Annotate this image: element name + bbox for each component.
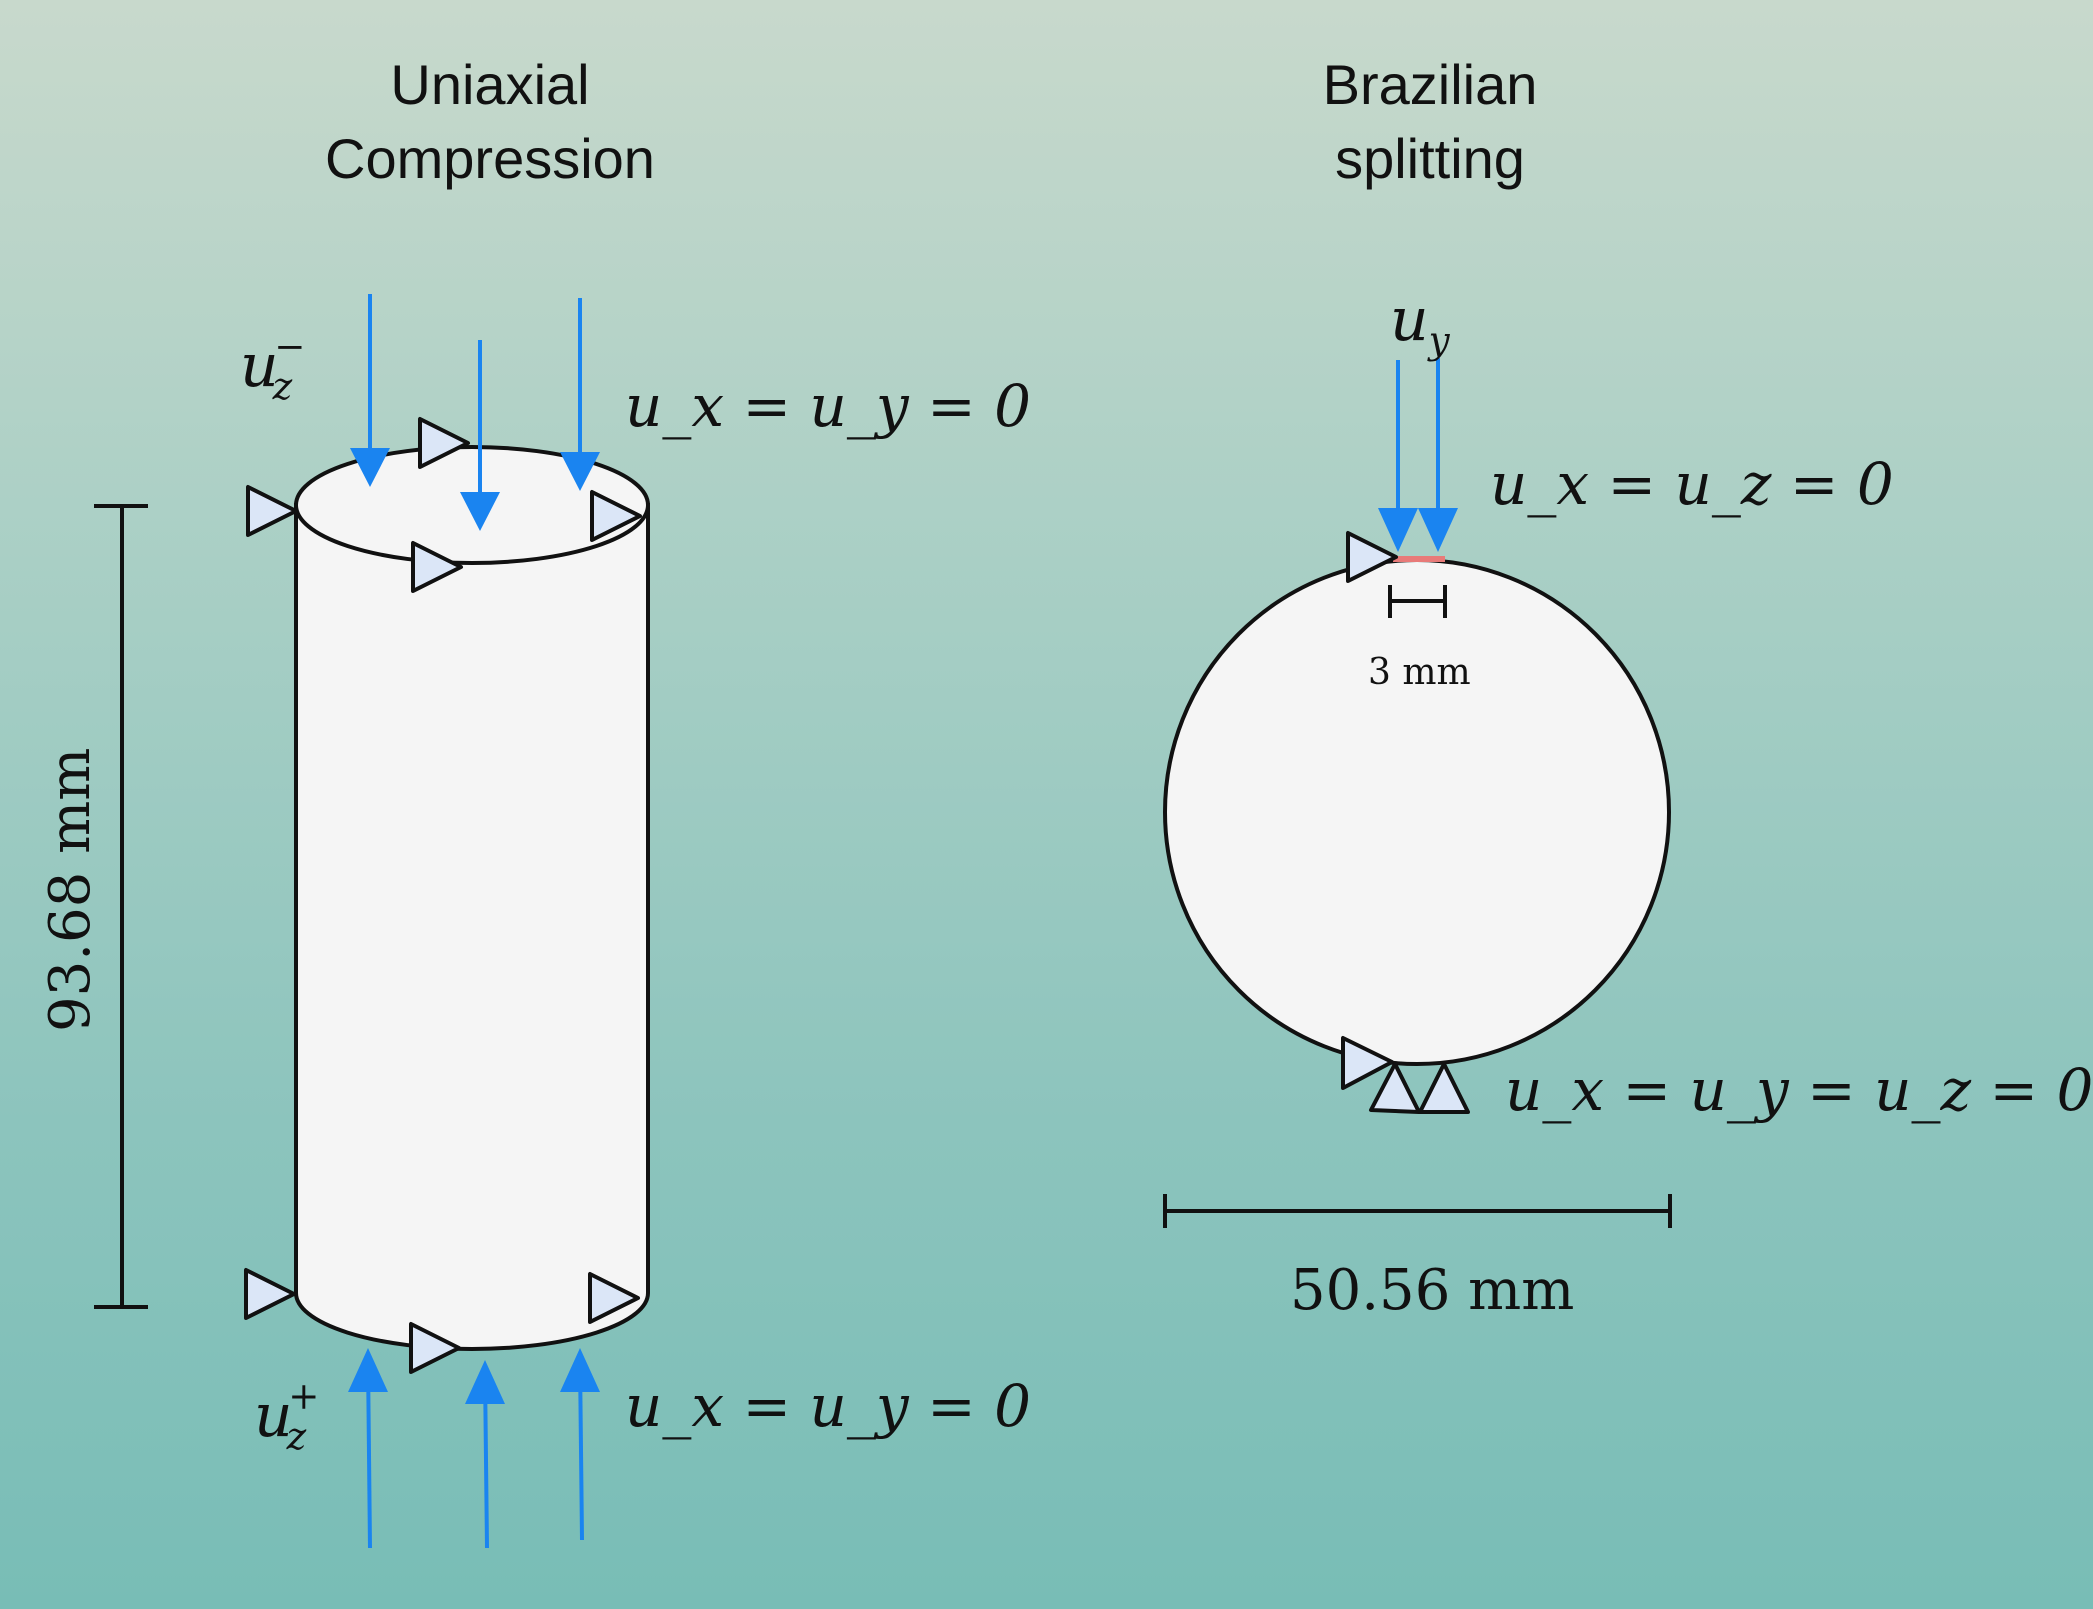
brazilian-title: Brazilian splitting	[1322, 53, 1538, 190]
top-load-label: uz−	[240, 324, 306, 408]
disc-load-label: uy	[1390, 285, 1450, 362]
roller-support-triangle	[246, 485, 298, 537]
disc-specimen	[1163, 558, 1671, 1066]
roller-support-triangle	[418, 417, 470, 469]
roller-support-triangle	[1418, 1062, 1470, 1114]
roller-support-triangle	[244, 1268, 296, 1320]
roller-support-triangle	[1346, 531, 1398, 583]
top-arrowheads	[350, 448, 600, 531]
disc-arrowheads	[1378, 508, 1458, 552]
roller-support-triangle	[409, 1322, 461, 1374]
bottom-load-label: uz+	[254, 1374, 320, 1458]
diameter-dimension-line	[1163, 1194, 1672, 1228]
disc-top-boundary-condition: u_x = u_z = 0	[1490, 450, 1894, 518]
contact-width-label: 3 mm	[1368, 652, 1471, 693]
bottom-boundary-condition: u_x = u_y = 0	[625, 1372, 1032, 1440]
bottom-arrowheads	[348, 1348, 600, 1404]
contact-width-marker	[1388, 585, 1447, 618]
roller-support-triangle	[1341, 1036, 1394, 1090]
roller-support-triangle	[590, 490, 642, 542]
cylinder-specimen	[294, 445, 650, 1351]
cylinder-supports	[244, 417, 642, 1374]
uniaxial-title: Uniaxial Compression	[325, 53, 655, 190]
cylinder-body	[294, 503, 650, 1351]
roller-support-triangle	[588, 1272, 640, 1324]
top-boundary-condition: u_x = u_y = 0	[625, 372, 1032, 440]
disc-load-arrows	[1396, 358, 1440, 520]
disc-supports	[1341, 531, 1470, 1114]
height-label: 93.68 mm	[38, 747, 103, 1032]
roller-support-triangle	[1369, 1062, 1421, 1114]
disc-bottom-boundary-condition: u_x = u_y = u_z = 0	[1505, 1056, 2093, 1124]
roller-support-triangle	[411, 541, 463, 593]
height-dimension-line	[94, 504, 148, 1309]
diameter-label: 50.56 mm	[1290, 1258, 1575, 1323]
